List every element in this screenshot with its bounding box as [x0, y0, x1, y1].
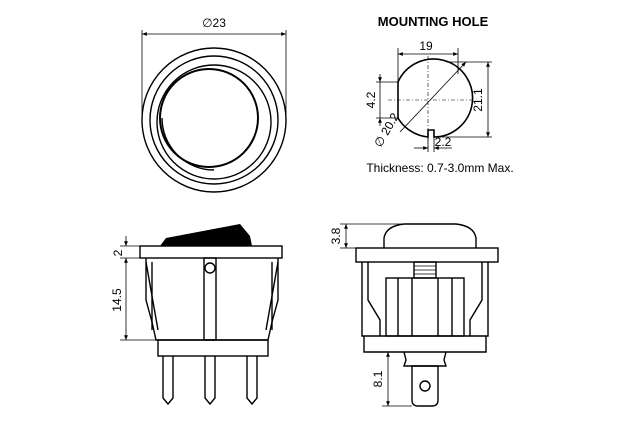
mounting-hole-view: MOUNTING HOLE 19 4.2 21.1 ∅ 20.2 2.2 Thi… [364, 14, 514, 175]
slot-width-label: 2.2 [435, 135, 452, 149]
outer-bezel-circle [141, 47, 287, 193]
side-view: 2 14.5 [110, 224, 283, 406]
front-bezel-flange [355, 247, 499, 263]
top-view: ∅23 [141, 16, 287, 193]
rocker-cap [160, 224, 252, 246]
rocker-height-label: 3.8 [329, 227, 343, 244]
front-view: 3.8 8.1 [329, 223, 499, 407]
hole-diameter-label: ∅ 20.2 [371, 110, 402, 149]
rocker-outer-circle [156, 64, 272, 180]
inner-bezel-circle [149, 55, 279, 185]
rocker-inner-circle [159, 68, 259, 168]
hole-diameter-leader [399, 61, 467, 133]
thickness-note: Thickness: 0.7-3.0mm Max. [366, 161, 513, 175]
diameter-label: ∅23 [202, 16, 226, 30]
rocker-shadow-arc [161, 117, 215, 171]
mounting-hole-title: MOUNTING HOLE [378, 14, 489, 29]
bezel-thickness-label: 2 [111, 249, 125, 256]
bezel-flange [139, 245, 283, 259]
flat-height-label: 4.2 [364, 91, 378, 108]
body-height-label: 14.5 [110, 288, 124, 312]
hole-height-label: 21.1 [471, 88, 485, 112]
terminal-length-label: 8.1 [371, 370, 385, 387]
hole-width-label: 19 [419, 39, 433, 53]
mounting-hole-outline [397, 58, 474, 138]
